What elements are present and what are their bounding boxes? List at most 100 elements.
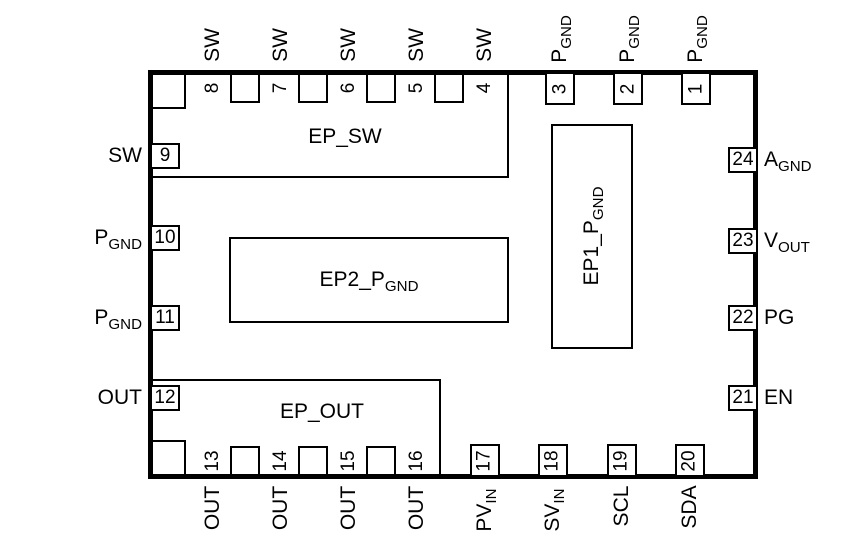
pin-6-label-text: SW	[337, 28, 360, 62]
pin-17-pad: 17	[470, 444, 500, 477]
pin-19-label-text: SCL	[610, 485, 633, 527]
pin-2-label-text: P	[616, 48, 639, 63]
pin-9-label-text: SW	[108, 144, 142, 167]
pin-3-pad: 3	[545, 72, 575, 105]
pin-24-label-text: A	[764, 148, 779, 171]
pin-8-pad	[230, 73, 260, 103]
pin-5-pad	[434, 73, 464, 103]
pin-12-pad: 12	[150, 385, 180, 411]
pin-22-number: 22	[732, 307, 754, 328]
pin-14-number: 14	[270, 450, 291, 472]
region-ep2-text: EP2_P	[319, 268, 385, 291]
region-ep-out-text: EP_OUT	[279, 400, 365, 423]
region-ep2-pgnd-label: EP2_PGND	[294, 267, 444, 296]
package-outline	[148, 70, 758, 479]
pin-9-pad: 9	[150, 143, 180, 169]
pin-9-label: SW	[38, 143, 142, 169]
pin-1-label: PGND	[683, 4, 712, 74]
pin-24-label: AGND	[764, 147, 850, 175]
pin-19-pad: 19	[607, 444, 637, 477]
pin-15-number: 15	[338, 450, 359, 472]
region-ep2-sub: GND	[384, 278, 419, 296]
pin-3-label-text: P	[548, 48, 571, 63]
pin-12-label: OUT	[38, 385, 142, 411]
pin-3-label-sub: GND	[558, 15, 576, 49]
pin-13-number: 13	[202, 450, 223, 472]
pin-10-label-sub: GND	[108, 236, 142, 254]
pin-18-label-text: SV	[541, 503, 564, 532]
pin-23-label-text: V	[764, 229, 779, 252]
pin-18-label-sub: IN	[551, 488, 569, 504]
pin-1-number: 1	[684, 83, 706, 94]
pin-2-pad: 2	[613, 72, 643, 105]
region-ep-sw-outline	[149, 73, 509, 178]
region-ep1-sub: GND	[590, 186, 608, 221]
pin-19-label: SCL	[609, 471, 635, 541]
pin-15-label: OUT	[336, 473, 362, 543]
pin-2-label-sub: GND	[626, 15, 644, 49]
pin-22-label: PG	[764, 305, 850, 331]
pin-3-label: PGND	[547, 4, 576, 74]
pin-21-label-text: EN	[764, 386, 794, 409]
pin-23-label: VOUT	[764, 228, 850, 257]
pin-13-label-text: OUT	[201, 485, 224, 531]
pin-13-pad	[230, 446, 260, 476]
pin-1-pad: 1	[681, 72, 711, 105]
pin-7-label: SW	[268, 10, 294, 80]
pin-21-pad: 21	[728, 385, 758, 411]
pin-11-label: PGND	[38, 305, 142, 333]
pin-23-label-sub: OUT	[778, 239, 810, 257]
pin-17-label: PVIN	[472, 475, 501, 545]
pin-9-number: 9	[159, 145, 171, 166]
region-ep1-text: EP1_P	[580, 220, 603, 286]
region-ep-out-label: EP_OUT	[262, 399, 382, 425]
pin-1-label-text: P	[684, 48, 707, 63]
pin-20-number: 20	[678, 449, 700, 472]
pin-8-label-text: SW	[201, 28, 224, 62]
region-ep-out-outline	[149, 379, 441, 476]
pin-17-number: 17	[473, 449, 495, 472]
pin-10-pad: 10	[150, 225, 180, 251]
pin-6-pad	[366, 73, 396, 103]
region-ep1-pgnd-outline	[551, 124, 633, 349]
pin-12-number: 12	[154, 387, 176, 408]
pin-20-label-text: SDA	[678, 485, 701, 529]
pin-21-label: EN	[764, 385, 850, 411]
pin-20-pad: 20	[675, 444, 705, 477]
pin-14-label-text: OUT	[269, 485, 292, 531]
pin-16-number: 16	[406, 450, 427, 472]
pin-5-label-text: SW	[405, 28, 428, 62]
pin-20-label: SDA	[677, 472, 703, 542]
pin-7-label-text: SW	[269, 28, 292, 62]
pin-5-label: SW	[404, 10, 430, 80]
region-ep1-pgnd-label: EP1_PGND	[579, 161, 608, 311]
pin-4-label: SW	[472, 10, 498, 80]
pin-14-pad	[298, 446, 328, 476]
region-ep-sw-text: EP_SW	[308, 125, 382, 148]
pin-17-label-sub: IN	[483, 488, 501, 504]
pin-17-label-text: PV	[473, 503, 496, 532]
pin-11-pad: 11	[150, 305, 180, 331]
pin-24-pad: 24	[728, 147, 758, 173]
pin-19-number: 19	[610, 449, 632, 472]
pin-22-pad: 22	[728, 305, 758, 331]
pin-16-label-text: OUT	[405, 485, 428, 531]
pin-23-number: 23	[732, 230, 754, 251]
pin-11-number: 11	[155, 307, 175, 328]
pin-11-label-text: P	[94, 306, 109, 329]
pin-1-label-sub: GND	[694, 15, 712, 49]
pin-4-label-text: SW	[473, 28, 496, 62]
pin-18-number: 18	[541, 449, 563, 472]
pin-7-pad	[298, 73, 328, 103]
region-ep2-pgnd-outline	[229, 237, 509, 323]
pin-16-label: OUT	[404, 473, 430, 543]
pin-24-number: 24	[732, 149, 754, 170]
pin-10-label-text: P	[94, 226, 109, 249]
pin-12-label-text: OUT	[97, 386, 142, 409]
pin-15-pad	[366, 446, 396, 476]
pin-23-pad: 23	[728, 228, 758, 254]
pin-10-label: PGND	[38, 225, 142, 254]
pin-22-label-text: PG	[764, 306, 795, 329]
